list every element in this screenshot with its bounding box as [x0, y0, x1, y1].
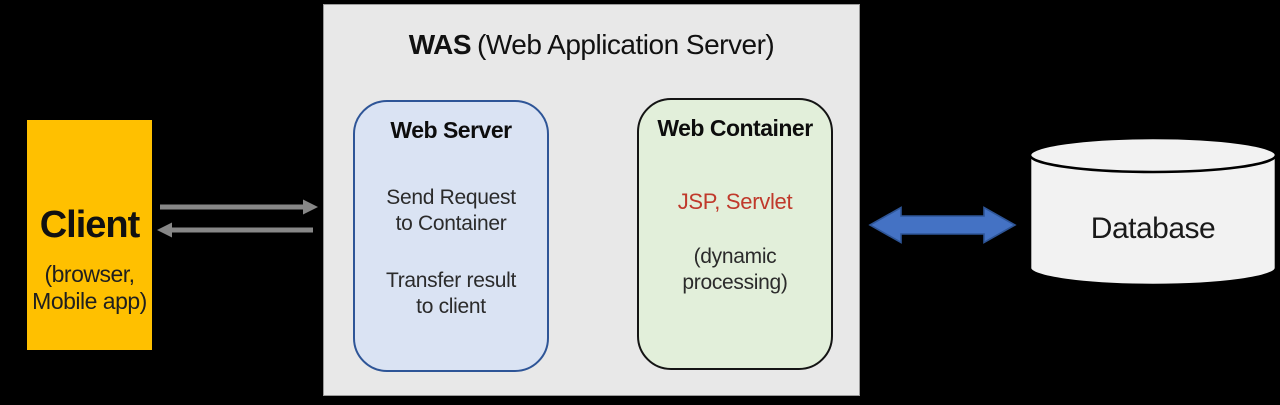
client-box: Client (browser, Mobile app) [27, 120, 152, 350]
web-container-tech: JSP, Servlet [677, 189, 793, 214]
web-server-function-1: Send Request to Container [355, 185, 547, 238]
web-server-function-2-line1: Transfer result [385, 268, 517, 292]
web-container-box: Web Container JSP, Servlet (dynamic proc… [637, 98, 833, 370]
web-container-note-line1: (dynamic [693, 245, 777, 268]
web-container-note-line2: processing) [682, 271, 788, 295]
client-title: Client [39, 204, 141, 247]
database-label: Database [1091, 212, 1215, 245]
web-server-title: Web Server [390, 117, 512, 143]
was-title: WAS(Web Application Server) [324, 29, 859, 61]
client-subtitle: (browser, Mobile app) [32, 261, 147, 314]
was-panel: WAS(Web Application Server) Web Server S… [323, 4, 860, 396]
client-response-arrow-icon [157, 222, 313, 238]
web-server-function-1-line2: to Container [395, 212, 507, 236]
web-server-function-2: Transfer result to client [355, 268, 547, 321]
web-server-function-1-line1: Send Request [386, 186, 516, 209]
web-container-note: (dynamic processing) [639, 244, 831, 297]
web-server-function-2-line2: to client [416, 295, 486, 319]
web-container-title: Web Container [657, 115, 813, 141]
client-request-arrow-icon [160, 199, 318, 215]
web-server-box: Web Server Send Request to Container Tra… [353, 100, 549, 372]
was-title-expansion: (Web Application Server) [477, 29, 775, 60]
was-database-arrow-icon [868, 206, 1017, 244]
database-cylinder: Database [1028, 136, 1278, 287]
client-subtitle-line2: Mobile app) [32, 287, 147, 314]
was-title-abbr: WAS [408, 29, 472, 60]
client-subtitle-line1: (browser, [44, 261, 135, 288]
